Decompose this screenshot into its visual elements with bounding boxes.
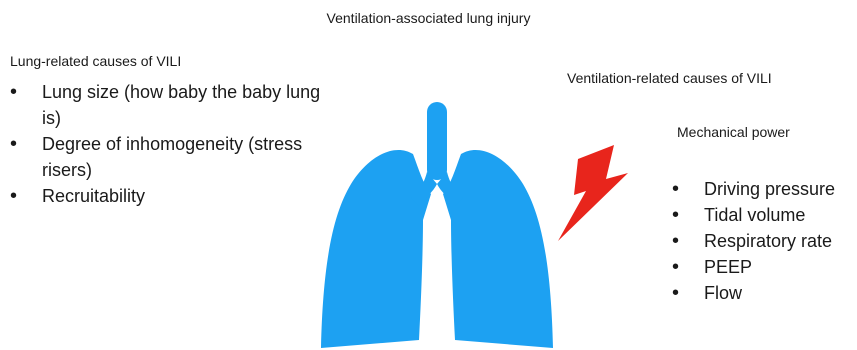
ventilation-cause-item: Tidal volume xyxy=(672,202,857,228)
diagram-title: Ventilation-associated lung injury xyxy=(0,9,857,27)
lightning-bolt-icon xyxy=(556,145,630,245)
ventilation-cause-item: PEEP xyxy=(672,254,857,280)
lung-cause-item: Degree of inhomogeneity (stress risers) xyxy=(10,131,340,183)
lung-causes-heading: Lung-related causes of VILI xyxy=(10,52,181,70)
lung-cause-item: Recruitability xyxy=(10,183,340,209)
ventilation-cause-item: Driving pressure xyxy=(672,176,857,202)
ventilation-causes-list: Driving pressure Tidal volume Respirator… xyxy=(672,176,857,306)
lungs-icon xyxy=(315,102,555,350)
mechanical-power-heading: Mechanical power xyxy=(677,123,790,141)
lung-causes-list: Lung size (how baby the baby lung is) De… xyxy=(10,79,340,209)
ventilation-causes-heading: Ventilation-related causes of VILI xyxy=(567,69,772,87)
lung-cause-item: Lung size (how baby the baby lung is) xyxy=(10,79,340,131)
ventilation-cause-item: Flow xyxy=(672,280,857,306)
ventilation-cause-item: Respiratory rate xyxy=(672,228,857,254)
